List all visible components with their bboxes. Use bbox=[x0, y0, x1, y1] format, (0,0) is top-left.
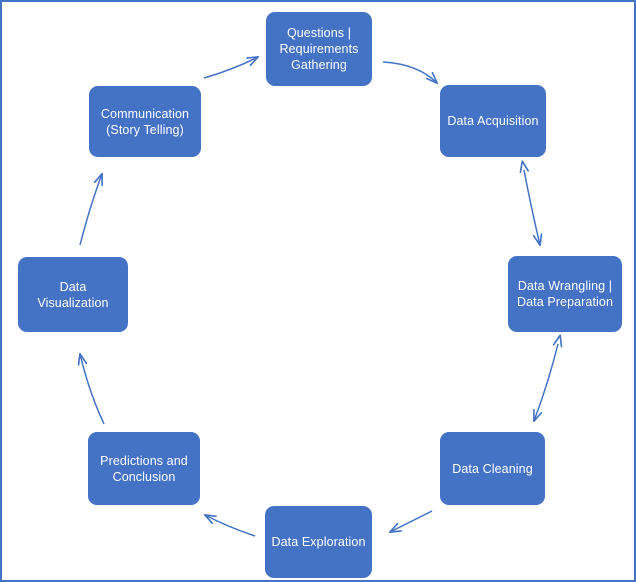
node-data-visualization[interactable]: Data Visualization bbox=[18, 257, 128, 332]
node-data-acquisition[interactable]: Data Acquisition bbox=[440, 85, 546, 157]
node-label: Questions | Requirements Gathering bbox=[279, 26, 359, 72]
connector-communication-to-questions bbox=[203, 57, 258, 79]
node-label: Communication (Story Telling) bbox=[100, 106, 190, 137]
connector-exploration-to-predictions bbox=[205, 515, 256, 537]
node-label: Data Exploration bbox=[271, 535, 366, 549]
node-predictions-and-conclusion[interactable]: Predictions and Conclusion bbox=[88, 432, 200, 505]
node-label: Data Cleaning bbox=[452, 461, 533, 476]
connector-predictions-to-visualization bbox=[80, 354, 105, 425]
node-data-wrangling-data-preparation[interactable]: Data Wrangling | Data Preparation bbox=[508, 256, 622, 332]
node-data-cleaning[interactable]: Data Cleaning bbox=[440, 432, 545, 505]
connector-questions-to-acquisition bbox=[382, 61, 437, 83]
node-questions-requirements-gathering[interactable]: Questions | Requirements Gathering bbox=[266, 12, 372, 86]
connector-visualization-to-communication bbox=[79, 174, 102, 246]
connector-acquisition-to-wrangling bbox=[524, 170, 540, 245]
node-label: Predictions and Conclusion bbox=[100, 453, 188, 484]
connector-wrangling-to-cleaning bbox=[534, 344, 558, 421]
node-label: Data Acquisition bbox=[447, 114, 539, 128]
node-data-exploration[interactable]: Data Exploration bbox=[265, 506, 372, 578]
node-label: Data Visualization bbox=[37, 279, 109, 310]
connector-cleaning-to-exploration bbox=[390, 510, 433, 532]
node-communication-story-telling[interactable]: Communication (Story Telling) bbox=[89, 86, 201, 157]
node-label: Data Wrangling | Data Preparation bbox=[516, 279, 614, 309]
